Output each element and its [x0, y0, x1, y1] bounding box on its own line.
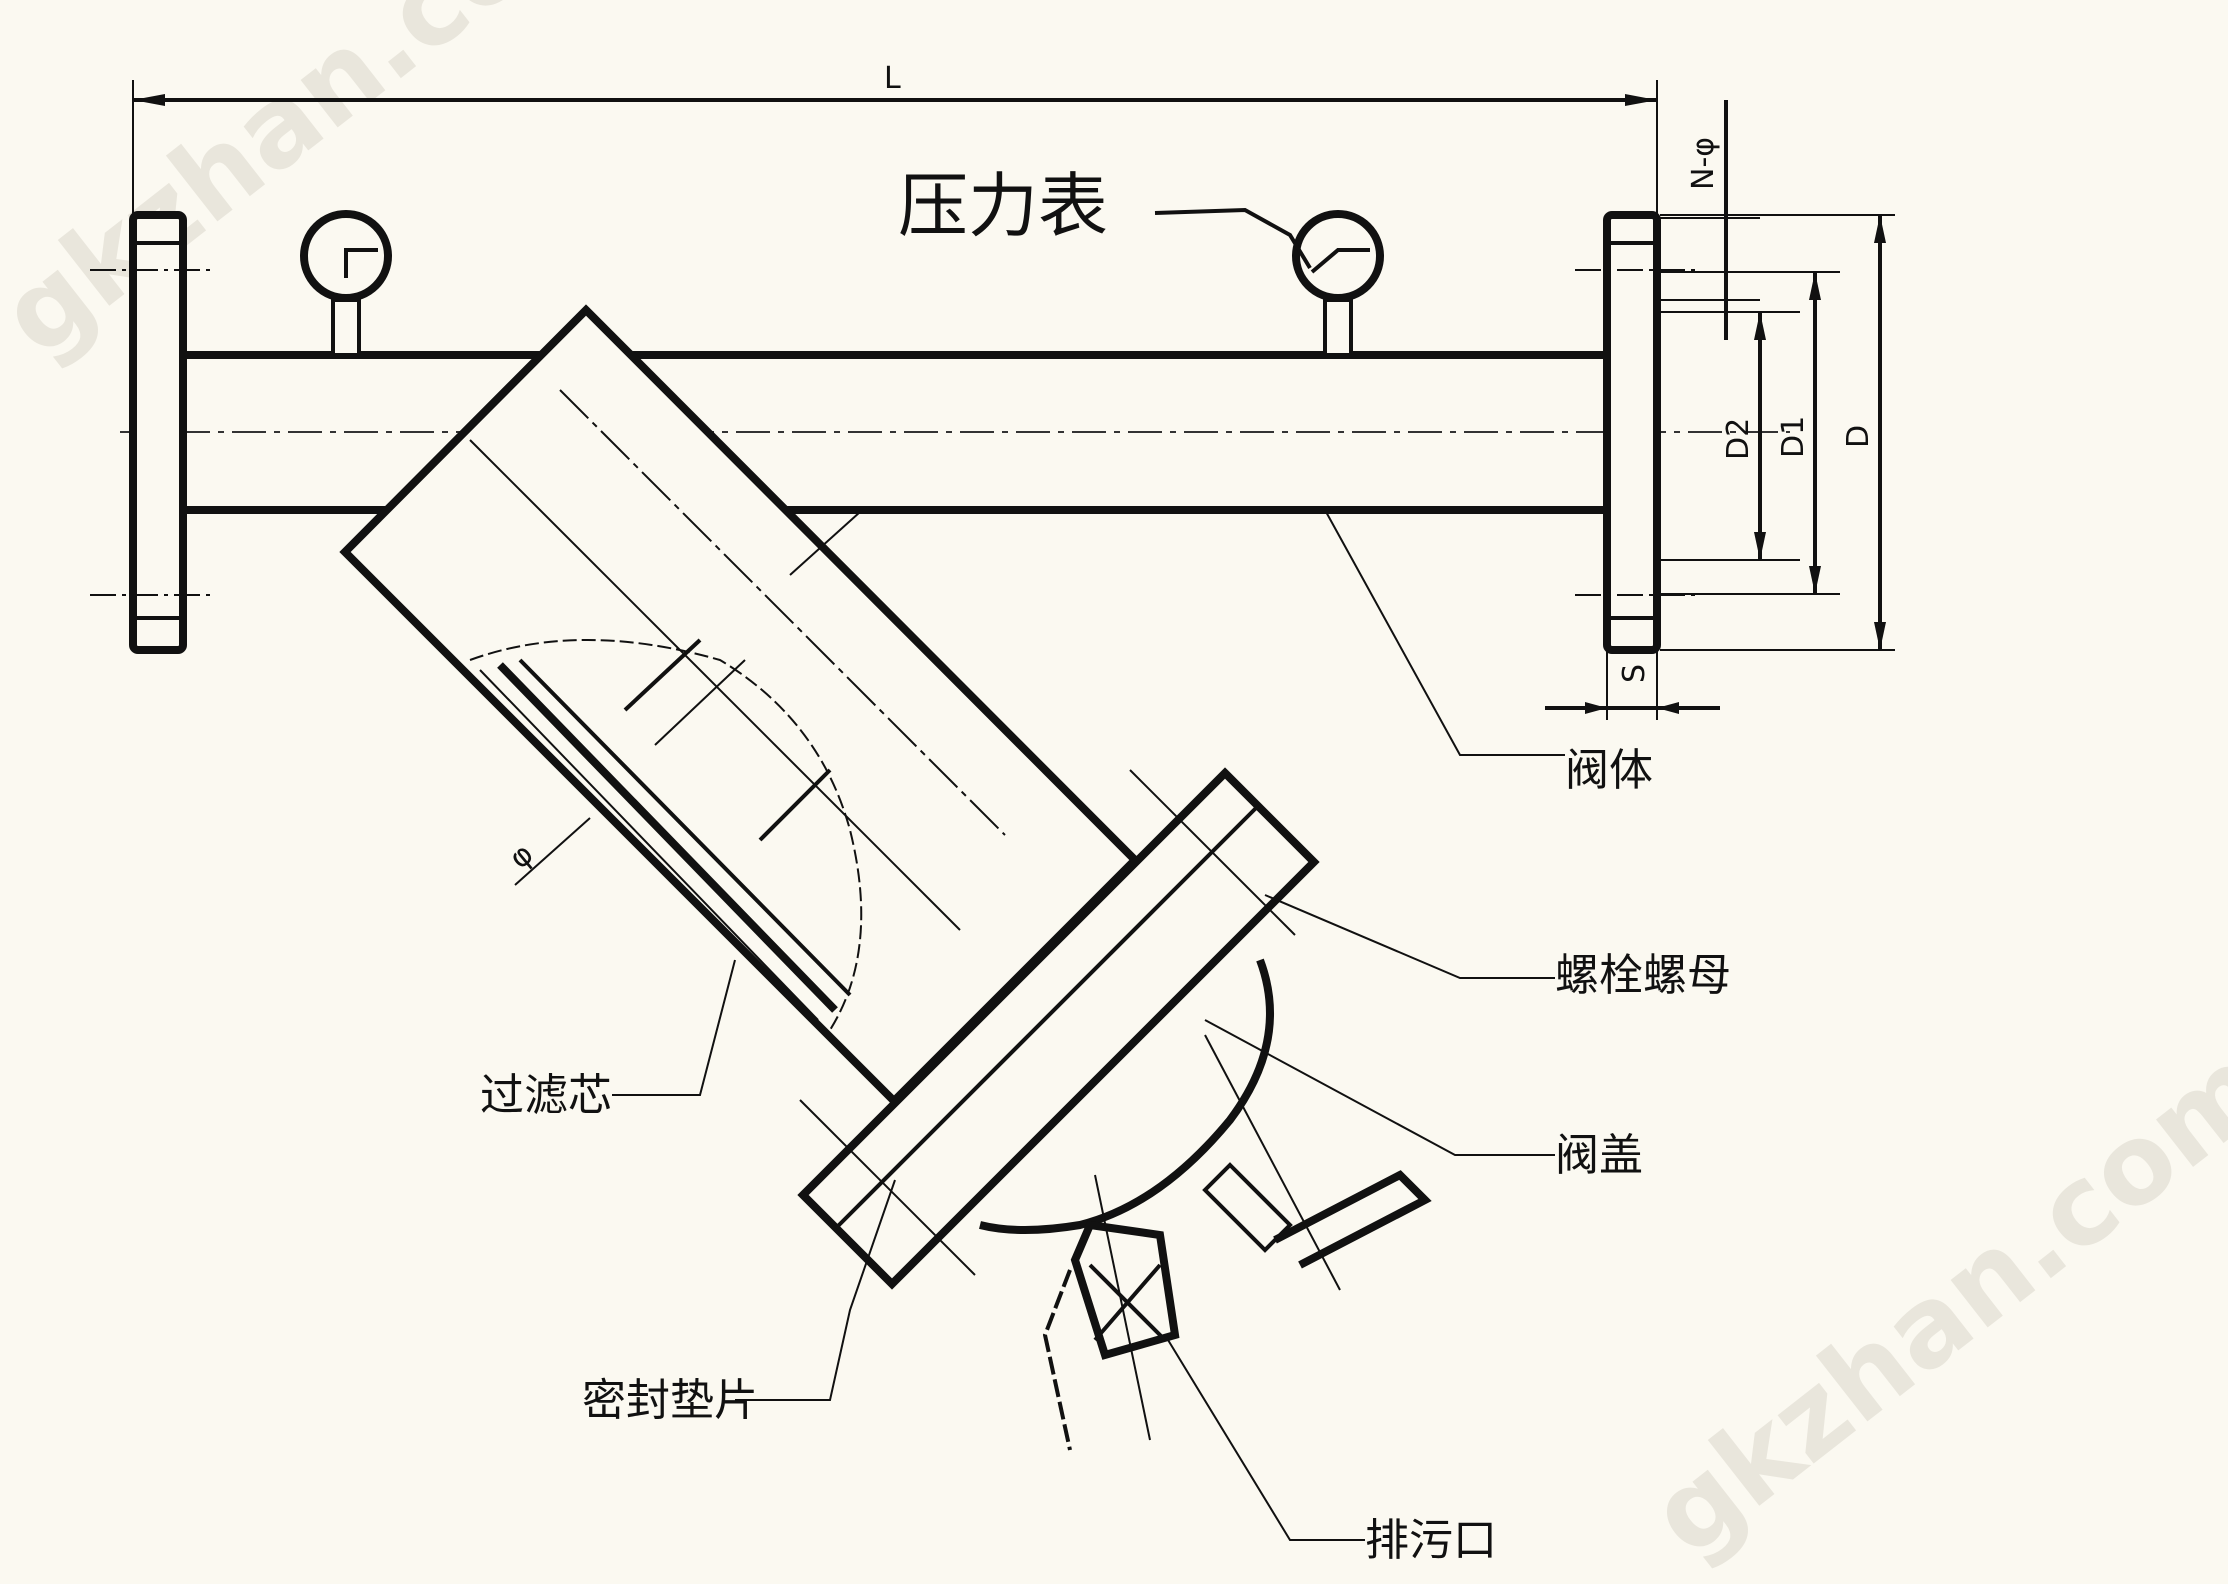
dimension-S: S: [1545, 650, 1720, 720]
cover-flange: [797, 767, 1320, 1290]
dimension-label-D1: D1: [1776, 416, 1811, 458]
dimension-label-phi: φ: [503, 837, 541, 877]
label-drain-outlet-text: 排污口: [1365, 1515, 1497, 1566]
pressure-gauge-left: [300, 210, 392, 357]
strainer-body: [339, 304, 1141, 1107]
filter-element: [469, 638, 863, 1031]
label-valve-body-text: 阀体: [1565, 745, 1653, 796]
dimension-L: L: [132, 61, 1658, 215]
label-seal-gasket: 密封垫片: [582, 1179, 896, 1426]
label-pressure-gauge-text: 压力表: [898, 165, 1108, 247]
label-valve-cover: 阀盖: [1204, 1019, 1643, 1181]
dimension-label-D: D: [1841, 425, 1876, 448]
dimension-label-L: L: [884, 61, 901, 96]
dimension-label-N-phi: N-φ: [1686, 137, 1721, 190]
dimension-label-S: S: [1617, 664, 1652, 683]
label-drain-outlet: 排污口: [1164, 1334, 1497, 1566]
label-seal-gasket-text: 密封垫片: [582, 1375, 758, 1426]
dimension-N-phi: N-φ: [1660, 100, 1760, 340]
label-valve-body: 阀体: [1324, 509, 1653, 796]
dimension-label-D2: D2: [1721, 418, 1756, 460]
label-filter-element-text: 过滤芯: [480, 1070, 612, 1121]
dimension-D1: D1: [1660, 271, 1840, 595]
right-flange: [1575, 211, 1700, 654]
drain-valve: [1042, 1174, 1180, 1451]
valve-cover: [979, 958, 1432, 1291]
label-valve-cover-text: 阀盖: [1555, 1130, 1643, 1181]
label-bolt-nut-text: 螺栓螺母: [1555, 950, 1731, 1001]
label-pressure-gauge: 压力表: [898, 165, 1312, 270]
pressure-gauge-right: [1292, 210, 1384, 357]
dimension-D: D: [1660, 214, 1895, 651]
label-bolt-nut: 螺栓螺母: [1264, 894, 1731, 1001]
label-filter-element: 过滤芯: [480, 959, 736, 1121]
watermark-top-left: gkzhan.com: [0, 0, 642, 380]
dimension-D2: D2: [1660, 311, 1800, 561]
left-flange: [90, 211, 215, 654]
watermark-bottom-right: gkzhan.com: [1627, 1022, 2228, 1581]
main-pipe: [120, 351, 1790, 514]
